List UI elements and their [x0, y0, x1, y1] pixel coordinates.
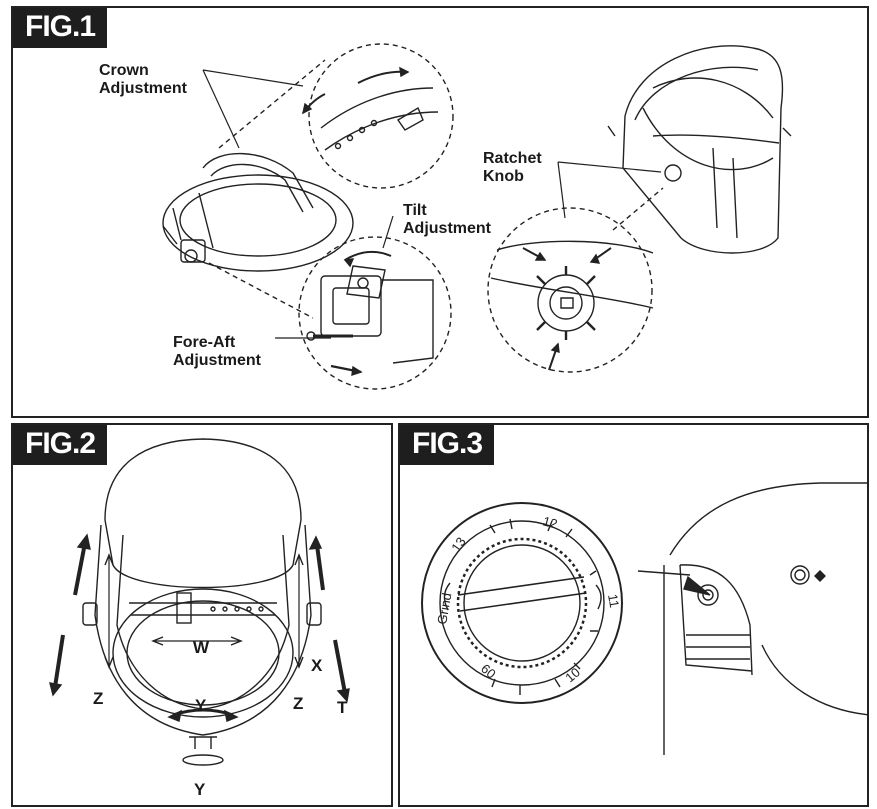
headgear-illustration [162, 152, 354, 272]
dial-label-10: 10 [562, 665, 583, 686]
y-bottom-label: Y [194, 780, 206, 799]
crown-adjustment-label: Crown Adjustment [99, 62, 187, 97]
t-label: T [337, 698, 348, 717]
ratchet-knob-label: Ratchet Knob [483, 150, 542, 185]
dial-label-60: 60 [478, 661, 499, 682]
dial-label-13: 13 [448, 534, 469, 554]
dial-labels: 13 12 11 10 60 Grind [434, 513, 622, 685]
shade-dial [421, 502, 623, 704]
dial-label-11: 11 [605, 593, 622, 609]
fig2-tag: FIG.2 [13, 425, 108, 465]
fig1-tag: FIG.1 [13, 8, 108, 48]
fig1-panel: FIG.1 [11, 6, 869, 418]
ratchet-detail-circle [487, 207, 653, 373]
fig3-panel: FIG.3 13 12 11 10 60 Grind [398, 423, 869, 807]
helmet-front-illustration [82, 438, 322, 766]
fig3-drawing: 13 12 11 10 60 Grind [421, 482, 867, 755]
helmet-side-illustration [637, 482, 867, 755]
fig1-drawing [162, 43, 792, 390]
w-label: W [193, 638, 210, 657]
helmet-illustration [607, 45, 792, 254]
z-right-label: Z [293, 694, 304, 713]
tilt-detail-circle [298, 236, 452, 390]
fig3-tag: FIG.3 [400, 425, 495, 465]
dial-label-grind: Grind [434, 592, 454, 626]
crown-detail-circle [308, 43, 454, 189]
x-label: X [311, 656, 323, 675]
fig2-panel: FIG.2 [11, 423, 393, 807]
z-left-label: Z [93, 689, 104, 708]
tilt-adjustment-label: Tilt Adjustment [403, 202, 491, 237]
fore-aft-adjustment-label: Fore-Aft Adjustment [173, 334, 261, 369]
dial-label-12: 12 [541, 513, 559, 531]
fig2-drawing [49, 438, 350, 766]
y-inner-label: Y [195, 696, 207, 715]
